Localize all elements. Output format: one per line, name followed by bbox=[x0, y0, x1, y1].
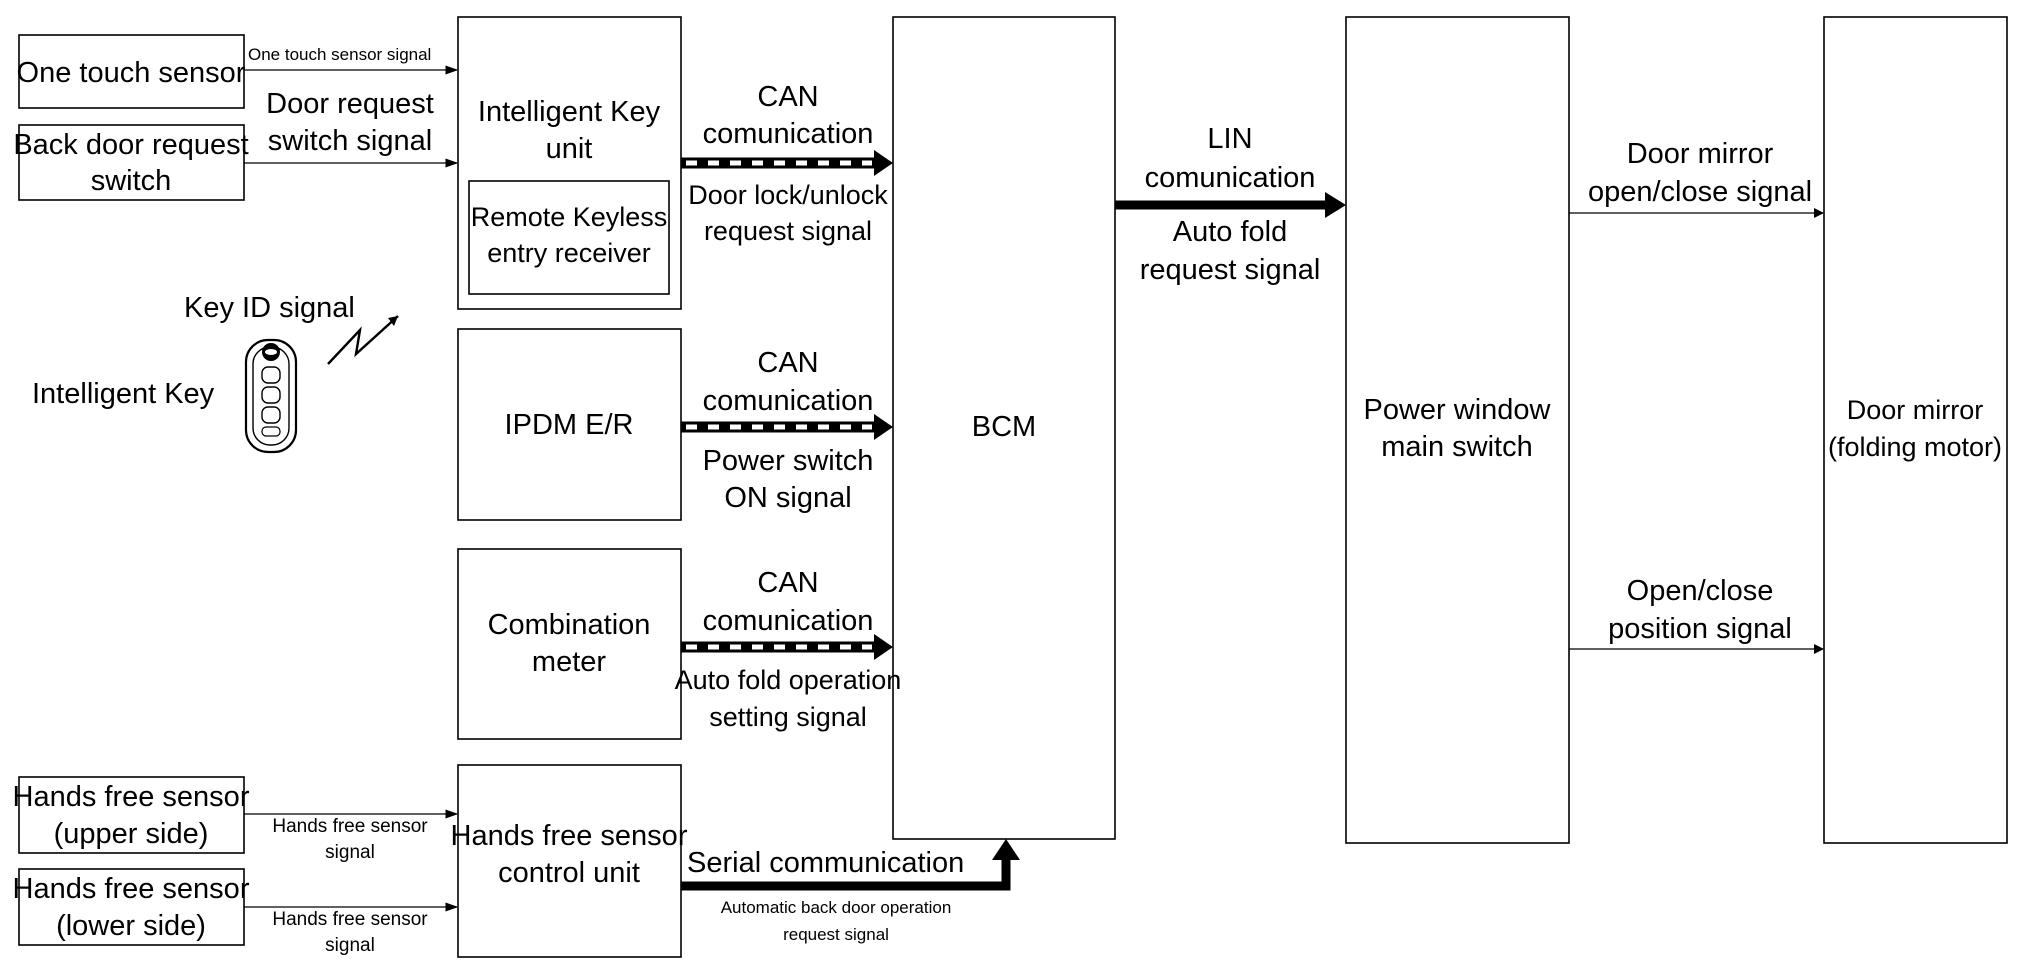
one-touch-sensor-label: One touch sensor bbox=[17, 57, 246, 89]
can-arrowhead-3 bbox=[874, 634, 893, 660]
key-id-signal-label: Key ID signal bbox=[184, 292, 355, 324]
can-2-label-2: comunication bbox=[703, 385, 874, 417]
rke-receiver-box bbox=[468, 180, 670, 295]
auto-fold-req-label-2: request signal bbox=[1140, 254, 1321, 286]
hands-free-control-label-1: Hands free sensor bbox=[451, 820, 688, 852]
door-lock-label-2: request signal bbox=[704, 216, 872, 246]
hands-free-sig-2-label-1: Hands free sensor bbox=[272, 909, 428, 930]
position-signal-connection: Open/close position signal bbox=[1569, 575, 1824, 654]
can-3-label-1: CAN bbox=[757, 567, 818, 599]
serial-line bbox=[681, 858, 1011, 891]
lin-arrowhead bbox=[1325, 192, 1346, 218]
intelligent-key-unit-label-1: Intelligent Key bbox=[478, 96, 661, 128]
ipdm-er-box: IPDM E/R bbox=[457, 328, 682, 521]
door-request-label-2: switch signal bbox=[268, 125, 432, 157]
power-window-label-1: Power window bbox=[1364, 394, 1552, 426]
hands-free-sig-1-label-1: Hands free sensor bbox=[272, 816, 428, 837]
hands-free-sig-1-label-2: signal bbox=[325, 842, 375, 863]
hands-free-sensor-lower-box: Hands free sensor (lower side) bbox=[13, 868, 250, 946]
one-touch-signal-label: One touch sensor signal bbox=[248, 45, 431, 64]
can-3-label-2: comunication bbox=[703, 605, 874, 637]
intelligent-key-unit-box: Intelligent Key unit Remote Keyless entr… bbox=[457, 16, 682, 310]
mirror-open-close-connection: Door mirror open/close signal bbox=[1569, 138, 1824, 218]
intelligent-key-label: Intelligent Key bbox=[32, 378, 215, 410]
key-fob-icon bbox=[244, 338, 298, 454]
hands-free-lower-label-2: (lower side) bbox=[56, 910, 206, 942]
door-request-signal-connection: Door request switch signal bbox=[244, 88, 459, 168]
position-label-2: position signal bbox=[1608, 613, 1792, 645]
hands-free-sig-2-label-2: signal bbox=[325, 935, 375, 956]
power-switch-label-1: Power switch bbox=[703, 445, 874, 477]
lin-label-1: LIN bbox=[1207, 123, 1252, 155]
mirror-open-close-label-2: open/close signal bbox=[1588, 176, 1812, 208]
one-touch-sensor-box: One touch sensor bbox=[17, 34, 246, 109]
combination-meter-box: Combination meter bbox=[457, 548, 682, 740]
can-connection-intelligent-key: CAN comunication Door lock/unlock reques… bbox=[681, 81, 893, 246]
lin-connection: LIN comunication Auto fold request signa… bbox=[1115, 123, 1346, 286]
serial-communication-connection: Serial communication Automatic back door… bbox=[681, 839, 1020, 944]
door-mirror-box: Door mirror (folding motor) bbox=[1823, 16, 2008, 844]
auto-back-door-label-2: request signal bbox=[783, 925, 889, 944]
hands-free-upper-signal-connection: Hands free sensor signal bbox=[244, 809, 459, 863]
back-door-switch-label-1: Back door request bbox=[13, 129, 248, 161]
power-switch-label-2: ON signal bbox=[724, 482, 851, 514]
can-1-label-1: CAN bbox=[757, 81, 818, 113]
auto-back-door-label-1: Automatic back door operation bbox=[721, 898, 952, 917]
can-arrowhead-2 bbox=[874, 414, 893, 440]
can-2-label-1: CAN bbox=[757, 347, 818, 379]
hands-free-control-label-2: control unit bbox=[498, 857, 640, 889]
can-connection-ipdm: CAN comunication Power switch ON signal bbox=[681, 347, 893, 514]
position-label-1: Open/close bbox=[1627, 575, 1774, 607]
rke-receiver-label-2: entry receiver bbox=[487, 238, 651, 268]
bcm-label: BCM bbox=[972, 411, 1036, 443]
hands-free-lower-label-1: Hands free sensor bbox=[13, 873, 250, 905]
hands-free-sensor-upper-box: Hands free sensor (upper side) bbox=[13, 776, 250, 854]
bcm-box: BCM bbox=[892, 16, 1116, 840]
auto-fold-req-label-1: Auto fold bbox=[1173, 216, 1287, 248]
lin-label-2: comunication bbox=[1145, 162, 1316, 194]
power-window-label-2: main switch bbox=[1381, 431, 1533, 463]
can-1-label-2: comunication bbox=[703, 118, 874, 150]
back-door-request-switch-box: Back door request switch bbox=[13, 124, 249, 201]
power-window-main-switch-box: Power window main switch bbox=[1345, 16, 1570, 844]
ipdm-er-label: IPDM E/R bbox=[505, 409, 634, 441]
door-mirror-label-1: Door mirror bbox=[1847, 395, 1984, 425]
hands-free-lower-signal-connection: Hands free sensor signal bbox=[244, 902, 459, 956]
door-lock-label-1: Door lock/unlock bbox=[688, 180, 888, 210]
intelligent-key-unit-label-2: unit bbox=[546, 133, 593, 165]
door-mirror-label-2: (folding motor) bbox=[1828, 432, 2002, 462]
combination-meter-label-1: Combination bbox=[488, 609, 651, 641]
can-connection-combination-meter: CAN comunication Auto fold operation set… bbox=[675, 567, 902, 732]
wireless-signal-icon bbox=[327, 315, 399, 365]
back-door-switch-label-2: switch bbox=[91, 165, 172, 197]
serial-arrowhead bbox=[992, 839, 1020, 860]
rke-receiver-label-1: Remote Keyless bbox=[471, 202, 668, 232]
hands-free-upper-label-1: Hands free sensor bbox=[13, 781, 250, 813]
hands-free-control-unit-box: Hands free sensor control unit bbox=[451, 764, 688, 958]
combination-meter-label-2: meter bbox=[532, 646, 606, 678]
auto-fold-op-label-1: Auto fold operation bbox=[675, 665, 902, 695]
hands-free-upper-label-2: (upper side) bbox=[54, 818, 209, 850]
one-touch-signal-connection: One touch sensor signal bbox=[244, 45, 459, 75]
can-arrowhead-1 bbox=[874, 150, 893, 176]
door-request-label-1: Door request bbox=[266, 88, 434, 120]
mirror-open-close-label-1: Door mirror bbox=[1627, 138, 1774, 170]
serial-label: Serial communication bbox=[687, 847, 964, 879]
auto-fold-op-label-2: setting signal bbox=[709, 702, 867, 732]
